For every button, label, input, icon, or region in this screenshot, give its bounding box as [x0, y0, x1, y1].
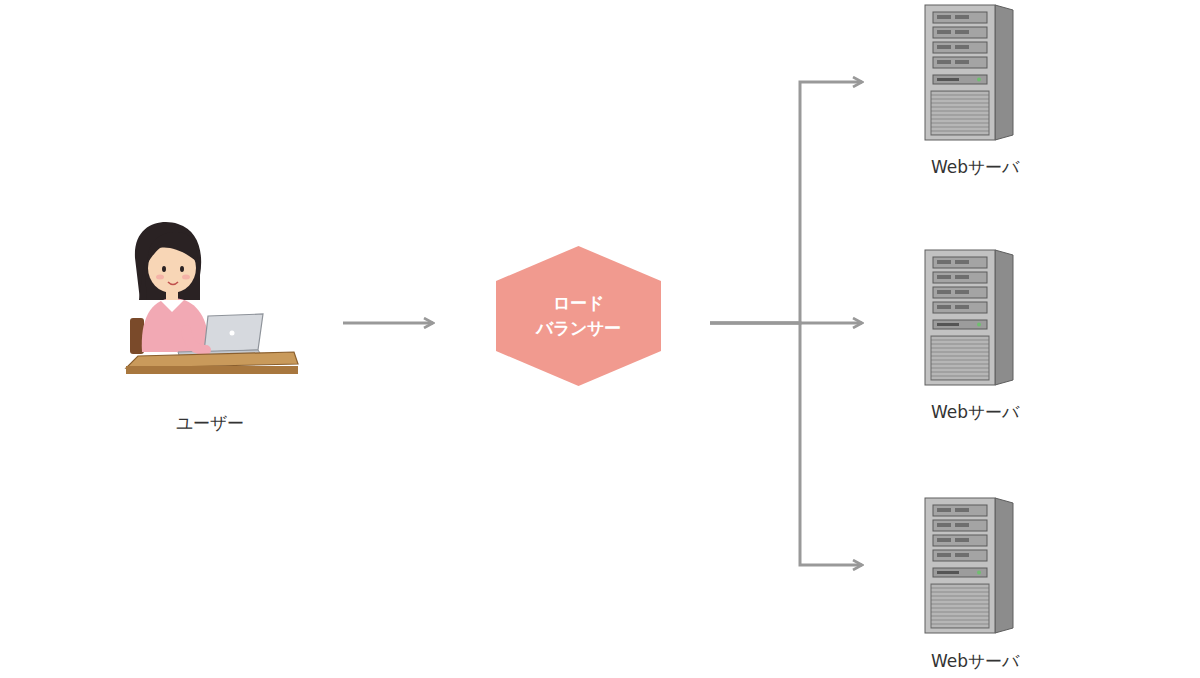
caption-label: Webサーバ: [931, 156, 1019, 178]
user-node: ユーザー: [110, 222, 310, 434]
hexagon-outline: [496, 246, 661, 386]
node-label: ロード バランサー: [529, 291, 629, 340]
connector-arrow: [710, 323, 862, 565]
server-illustration: [925, 5, 1013, 140]
caption-label: Webサーバ: [931, 401, 1019, 423]
web-server-node: Webサーバ: [870, 0, 1080, 178]
web-server-node: Webサーバ: [870, 241, 1080, 423]
web-server-node: Webサーバ: [870, 483, 1080, 672]
caption-label: Webサーバ: [931, 650, 1019, 672]
user-illustration: [126, 222, 298, 374]
connector-arrow: [343, 322, 433, 325]
server-illustration: [925, 498, 1013, 633]
server-illustration: [925, 250, 1013, 385]
hexagon-fill: [496, 246, 661, 386]
connector-arrow: [710, 82, 862, 323]
caption-label: ユーザー: [176, 412, 244, 434]
load-balancer-hexagon: ロード バランサー: [496, 246, 661, 386]
